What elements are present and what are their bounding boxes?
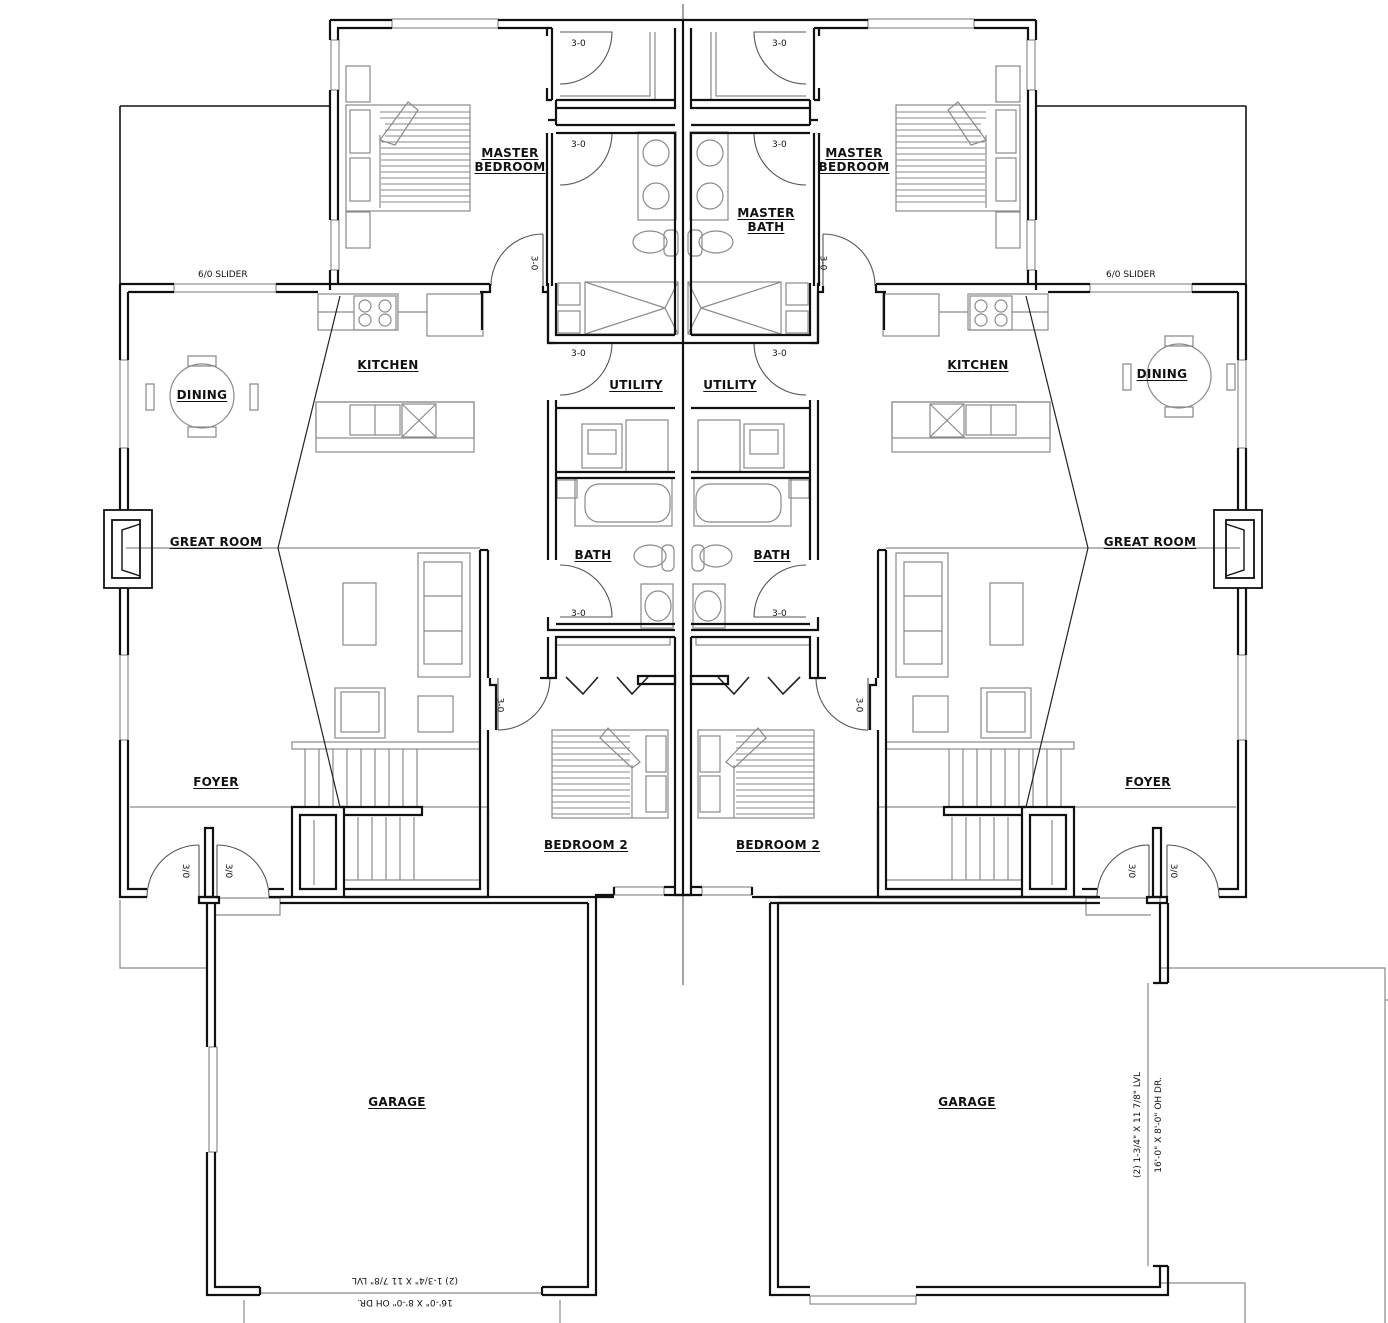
- window-icon: [391, 18, 499, 29]
- room-label-bath-right: BATH: [753, 548, 791, 562]
- washer-icon: [625, 419, 669, 473]
- nightstand-icon: [345, 65, 371, 103]
- bed-icon: [895, 101, 1021, 212]
- room-label-garage-left: GARAGE: [368, 1095, 426, 1109]
- refrigerator-icon: [426, 293, 484, 337]
- sink-icon: [642, 139, 670, 167]
- dishwasher-icon: [401, 403, 437, 438]
- room-label-great-room-right: GREAT ROOM: [1103, 535, 1197, 549]
- room-label-master-bedroom-right: MASTER BEDROOM: [814, 146, 894, 174]
- room-label-foyer-left: FOYER: [193, 775, 239, 789]
- room-label-line: MASTER: [481, 146, 539, 160]
- toilet-icon: [633, 544, 675, 572]
- room-label-kitchen-right: KITCHEN: [947, 358, 1009, 372]
- door-tag-entry-a-left: 3/0: [180, 863, 191, 879]
- room-label-line: BEDROOM: [818, 160, 890, 174]
- room-label-garage-right: GARAGE: [938, 1095, 996, 1109]
- fixtures-layer: [119, 4, 1388, 1323]
- room-label-great-room-left: GREAT ROOM: [169, 535, 263, 549]
- range-icon: [353, 295, 397, 331]
- room-label-bath-left: BATH: [574, 548, 612, 562]
- bed-icon: [551, 727, 669, 819]
- garage-door-note-right: 16'-0" X 8'-0" OH DR.: [1154, 1077, 1164, 1173]
- room-label-line: BEDROOM: [474, 160, 546, 174]
- door-tag-closet-left: 3-0: [571, 39, 586, 49]
- vanity-icon: [640, 583, 674, 629]
- room-label-utility-right: UTILITY: [703, 378, 757, 392]
- room-label-master-bath-right: MASTER BATH: [730, 206, 802, 234]
- dining-table-icon: [145, 355, 259, 438]
- door-tag-entry-b-left: 3/0: [223, 863, 234, 879]
- coffee-table-icon: [342, 582, 377, 646]
- room-label-line: MASTER: [825, 146, 883, 160]
- room-label-bedroom2-right: BEDROOM 2: [735, 838, 821, 852]
- slider-door-icon: [1089, 283, 1193, 293]
- slider-note-left: 6/0 SLIDER: [198, 270, 248, 280]
- garage-header-note-right: (2) 1-3/4" X 11 7/8" LVL: [1133, 1071, 1143, 1179]
- room-label-kitchen-left: KITCHEN: [357, 358, 419, 372]
- bathtub-icon: [584, 483, 671, 523]
- shower-icon: [584, 281, 679, 335]
- door-tag-bath-left: 3-0: [571, 609, 586, 619]
- bed-icon: [345, 101, 471, 212]
- door-tag-bedroom2-right: 3-0: [853, 697, 864, 713]
- door-tag-utility-right: 3-0: [772, 349, 787, 359]
- kitchen-island: [315, 401, 475, 453]
- slider-note-right: 6/0 SLIDER: [1106, 270, 1156, 280]
- sink-icon: [642, 182, 670, 210]
- door-tag-bath-right: 3-0: [772, 609, 787, 619]
- walls: [103, 18, 1263, 1297]
- nightstand-icon: [345, 211, 371, 249]
- slider-door-icon: [173, 283, 277, 293]
- room-label-bedroom2-left: BEDROOM 2: [543, 838, 629, 852]
- room-label-foyer-right: FOYER: [1125, 775, 1171, 789]
- door-tag-utility-left: 3-0: [571, 349, 586, 359]
- door-tag-entry-a-right: 3/0: [1126, 863, 1137, 879]
- room-label-utility-left: UTILITY: [609, 378, 663, 392]
- room-label-master-bedroom-left: MASTER BEDROOM: [470, 146, 550, 174]
- door-tag-master-bedroom-right: 3-0: [817, 255, 828, 271]
- door-tag-master-bath-left: 3-0: [571, 140, 586, 150]
- garage-header-note-left: (2) 1-3/4" X 11 7/8" LVL: [351, 1275, 459, 1285]
- window-icon: [867, 18, 975, 29]
- room-label-dining-right: DINING: [1136, 367, 1188, 381]
- room-label-line: MASTER: [737, 206, 795, 220]
- windows: [119, 18, 1247, 1305]
- stairs-icon: [291, 741, 481, 885]
- door-tag-master-bedroom-left: 3-0: [528, 255, 539, 271]
- end-table-icon: [417, 695, 454, 733]
- armchair-icon: [334, 687, 386, 739]
- door-swings: [146, 31, 1220, 898]
- garage-door-note-left: 16'-0" X 8'-0" OH DR.: [357, 1297, 453, 1307]
- room-label-line: BATH: [747, 220, 785, 234]
- sofa-icon: [417, 552, 471, 678]
- room-label-dining-left: DINING: [176, 388, 228, 402]
- door-tag-master-bath-right: 3-0: [772, 140, 787, 150]
- toilet-icon: [632, 229, 679, 257]
- sink-icon: [644, 590, 672, 622]
- door-tag-entry-b-right: 3/0: [1168, 863, 1179, 879]
- vanity-icon: [637, 131, 677, 221]
- door-tag-bedroom2-left: 3-0: [494, 697, 505, 713]
- door-tag-closet-right: 3-0: [772, 39, 787, 49]
- dryer-icon: [581, 423, 623, 469]
